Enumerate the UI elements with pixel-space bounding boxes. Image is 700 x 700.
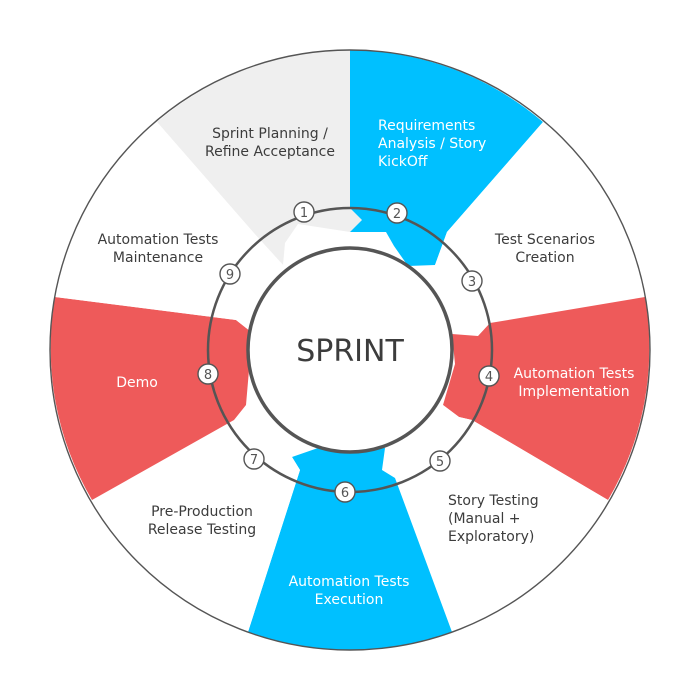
segment-8-label-line: Demo (116, 375, 158, 391)
segment-2-label-line: KickOff (378, 154, 428, 170)
step-marker-2-number: 2 (393, 207, 401, 222)
center-label: SPRINT (296, 334, 404, 369)
segment-2-label-line: Analysis / Story (378, 136, 486, 152)
segment-9-label-line: Maintenance (113, 250, 203, 266)
outer-ring (49, 49, 651, 651)
step-marker-2: 2 (386, 202, 408, 224)
step-marker-8: 8 (197, 363, 219, 385)
segment-6-shape (248, 445, 452, 650)
segment-8: Demo (50, 297, 255, 500)
segment-4-label-line: Automation Tests (514, 366, 635, 382)
step-marker-9-circle (219, 263, 241, 285)
step-marker-1: 1 (293, 201, 315, 223)
segment-9-label-line: Automation Tests (98, 232, 219, 248)
segment-6-label-line: Automation Tests (289, 574, 410, 590)
segment-5-label-line: Story Testing (448, 493, 539, 509)
step-marker-8-circle (197, 363, 219, 385)
segment-1-label-line: Refine Acceptance (205, 144, 335, 160)
step-marker-1-number: 1 (300, 206, 308, 221)
step-marker-3-circle (461, 270, 483, 292)
step-marker-6-circle (334, 481, 356, 503)
step-marker-6-number: 6 (341, 486, 349, 501)
segment-2-label-line: Requirements (378, 118, 475, 134)
segment-5-label-line: Exploratory) (448, 529, 534, 545)
segment-8-shape (50, 297, 255, 500)
segment-3-label-line: Creation (515, 250, 574, 266)
step-marker-1-circle (293, 201, 315, 223)
segment-8-label: Demo (116, 375, 158, 391)
step-marker-7-circle (243, 448, 265, 470)
segment-4-shape (443, 297, 650, 500)
step-marker-5-circle (429, 450, 451, 472)
segment-6-label-line: Execution (315, 592, 384, 608)
step-marker-6: 6 (334, 481, 356, 503)
step-marker-5: 5 (429, 450, 451, 472)
step-marker-3-number: 3 (468, 275, 476, 290)
segment-7-label-line: Release Testing (148, 522, 256, 538)
step-marker-8-number: 8 (204, 368, 212, 383)
segment-5-label: Story Testing (Manual + Exploratory) (448, 493, 539, 545)
step-marker-3: 3 (461, 270, 483, 292)
segment-3-label-line: Test Scenarios (494, 232, 595, 248)
step-marker-4-number: 4 (485, 370, 493, 385)
segment-4-label-line: Implementation (518, 384, 629, 400)
step-marker-4: 4 (478, 365, 500, 387)
step-marker-9: 9 (219, 263, 241, 285)
step-marker-5-number: 5 (436, 455, 444, 470)
step-marker-2-circle (386, 202, 408, 224)
step-marker-4-circle (478, 365, 500, 387)
segment-1-label-line: Sprint Planning / (212, 126, 328, 142)
segment-7-label-line: Pre-Production (151, 504, 253, 520)
center-hub (246, 246, 454, 454)
step-marker-7-number: 7 (250, 453, 258, 468)
segment-1-label: Sprint Planning / Refine Acceptance (205, 126, 335, 160)
step-marker-9-number: 9 (226, 268, 234, 283)
segment-3-shape (435, 122, 645, 336)
segment-5-label-line: (Manual + (448, 511, 521, 527)
step-marker-7: 7 (243, 448, 265, 470)
